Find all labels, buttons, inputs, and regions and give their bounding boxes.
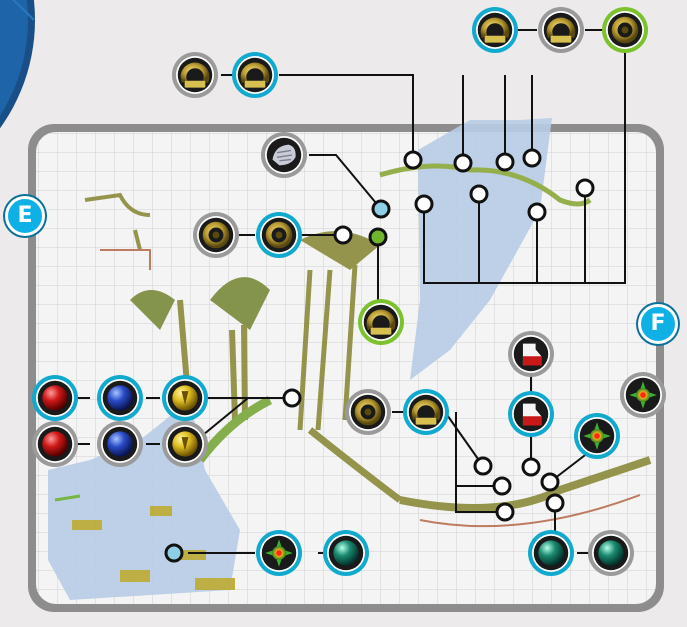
junction-node-blue (164, 543, 184, 563)
mine-icon (345, 389, 391, 435)
item-icons (32, 7, 666, 576)
junction-node (495, 152, 515, 172)
mine-icon (602, 7, 648, 53)
junction-node (521, 457, 541, 477)
junction-nodes (164, 148, 595, 563)
junction-node (414, 194, 434, 214)
yellow-orb-icon (162, 375, 208, 421)
junction-node (403, 150, 423, 170)
coil-icon (472, 7, 518, 53)
junction-node (522, 148, 542, 168)
junction-node (469, 184, 489, 204)
red-orb-icon (32, 421, 78, 467)
junction-node (333, 225, 353, 245)
junction-node (540, 472, 560, 492)
flower-icon (620, 372, 666, 418)
junction-node (527, 202, 547, 222)
area-label-e: E (5, 196, 45, 236)
coil-icon (358, 299, 404, 345)
potion-icon (508, 391, 554, 437)
blue-orb-icon (97, 375, 143, 421)
glove-icon (261, 132, 307, 178)
mine-icon (193, 212, 239, 258)
coil-icon (172, 52, 218, 98)
junction-node (282, 388, 302, 408)
junction-node (545, 493, 565, 513)
junction-node (473, 456, 493, 476)
area-label-f: F (638, 304, 678, 344)
coil-icon (538, 7, 584, 53)
junction-node-green (368, 227, 388, 247)
junction-node (492, 476, 512, 496)
yellow-orb-icon (162, 421, 208, 467)
teal-orb-icon (323, 530, 369, 576)
red-orb-icon (32, 375, 78, 421)
coil-icon (232, 52, 278, 98)
blue-orb-icon (97, 421, 143, 467)
flower-icon (256, 530, 302, 576)
junction-node (495, 502, 515, 522)
potion-icon (508, 331, 554, 377)
flower-icon (574, 413, 620, 459)
background-disc (0, 0, 35, 129)
mine-icon (256, 212, 302, 258)
junction-node-blue (371, 199, 391, 219)
coil-icon (403, 389, 449, 435)
junction-node (453, 153, 473, 173)
teal-orb-icon (528, 530, 574, 576)
teal-orb-icon (588, 530, 634, 576)
junction-node (575, 178, 595, 198)
